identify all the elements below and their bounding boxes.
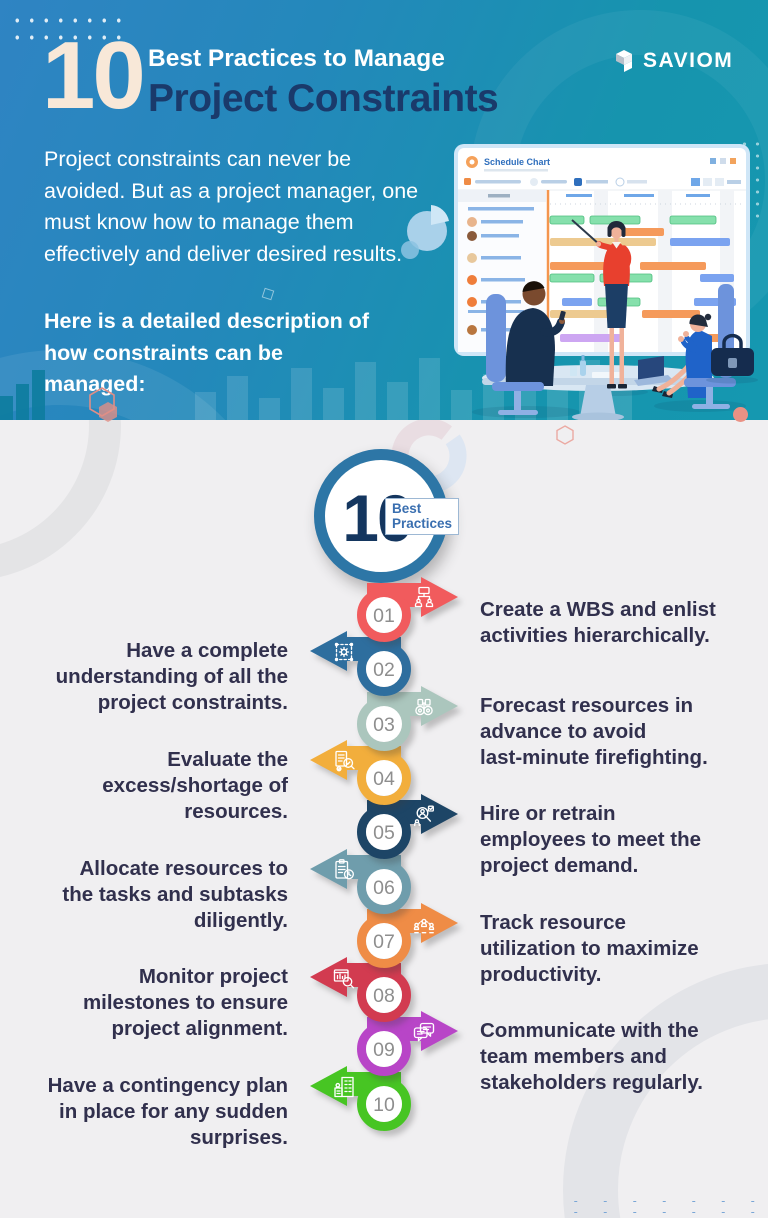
step-01-text: Create a WBS and enlist activities hiera… [480,598,716,647]
brand-name: SAVIOM [643,49,734,72]
saviom-logo-mark [616,50,632,72]
pie-chart-decoration [401,205,449,259]
page-title: Project Constraints [148,77,499,120]
hexagon-outline-decoration [556,425,574,445]
step-number: 01 [373,605,395,627]
step-04-text: Evaluate the excess/shortage of resource… [102,748,288,823]
step-number: 06 [373,877,395,899]
binoculars-icon [415,698,433,716]
screen-title: Schedule Chart [484,157,550,167]
intro-paragraph: Project constraints can never be avoided… [44,147,419,266]
communicate-chat-icon [413,1022,435,1042]
step-08-text: Monitor project milestones to ensure pro… [82,965,288,1040]
constraints-network-icon [334,642,354,662]
saviom-logo: SAVIOM [612,48,733,74]
step-10-text: Have a contingency plan in place for any… [47,1074,288,1149]
teal-bars-decoration [0,370,45,420]
step-10-marker: 10 [310,1066,411,1131]
step-03-marker: 03 [357,686,458,751]
contingency-plan-icon [334,1076,354,1098]
meeting-illustration: Schedule Chart [454,144,758,420]
step-number: 08 [373,985,395,1007]
allocate-tasks-icon [335,859,354,880]
step-06-text: Allocate resources to the tasks and subt… [62,857,288,932]
monitor-chart-icon [333,969,355,989]
step-number: 07 [373,931,395,953]
step-number: 02 [373,659,395,681]
blue-dot-grid-bottom [561,1196,768,1218]
step-02-text: Have a complete understanding of all the… [55,639,288,714]
salmon-dot-decoration [733,407,748,422]
step-05-text: Hire or retrain employees to meet the pr… [480,802,702,877]
step-number: 09 [373,1039,395,1061]
big-number: 10 [42,22,146,129]
title-line1: Best Practices to Manage [148,45,445,72]
white-dot-grid-top-left [10,12,124,44]
step-09-text: Communicate with the team members and st… [480,1019,703,1094]
utilization-tracking-icon [413,918,435,934]
step-05-marker: 05 [357,794,458,859]
best-practices-badge: 10 Best Practices [314,449,460,583]
intro-lead: Here is a detailed description of how co… [44,309,369,396]
step-01-marker: 01 [357,577,458,642]
hexagon-decoration [89,387,117,422]
step-number: 03 [373,714,395,736]
step-number: 05 [373,822,395,844]
step-03-text: Forecast resources in advance to avoid l… [480,694,708,769]
wbs-hierarchy-icon [414,586,434,608]
square-outline-decoration [261,287,275,301]
header: 10 Best Practices to Manage Project Cons… [0,0,768,420]
step-number: 04 [373,768,395,790]
step-number: 10 [373,1094,395,1116]
step-07-text: Track resource utilization to maximize p… [480,911,699,986]
badge-label: Best Practices [385,498,460,535]
step-06-marker: 06 [310,849,411,914]
evaluate-resources-icon [335,750,355,772]
hire-search-icon [414,805,434,827]
